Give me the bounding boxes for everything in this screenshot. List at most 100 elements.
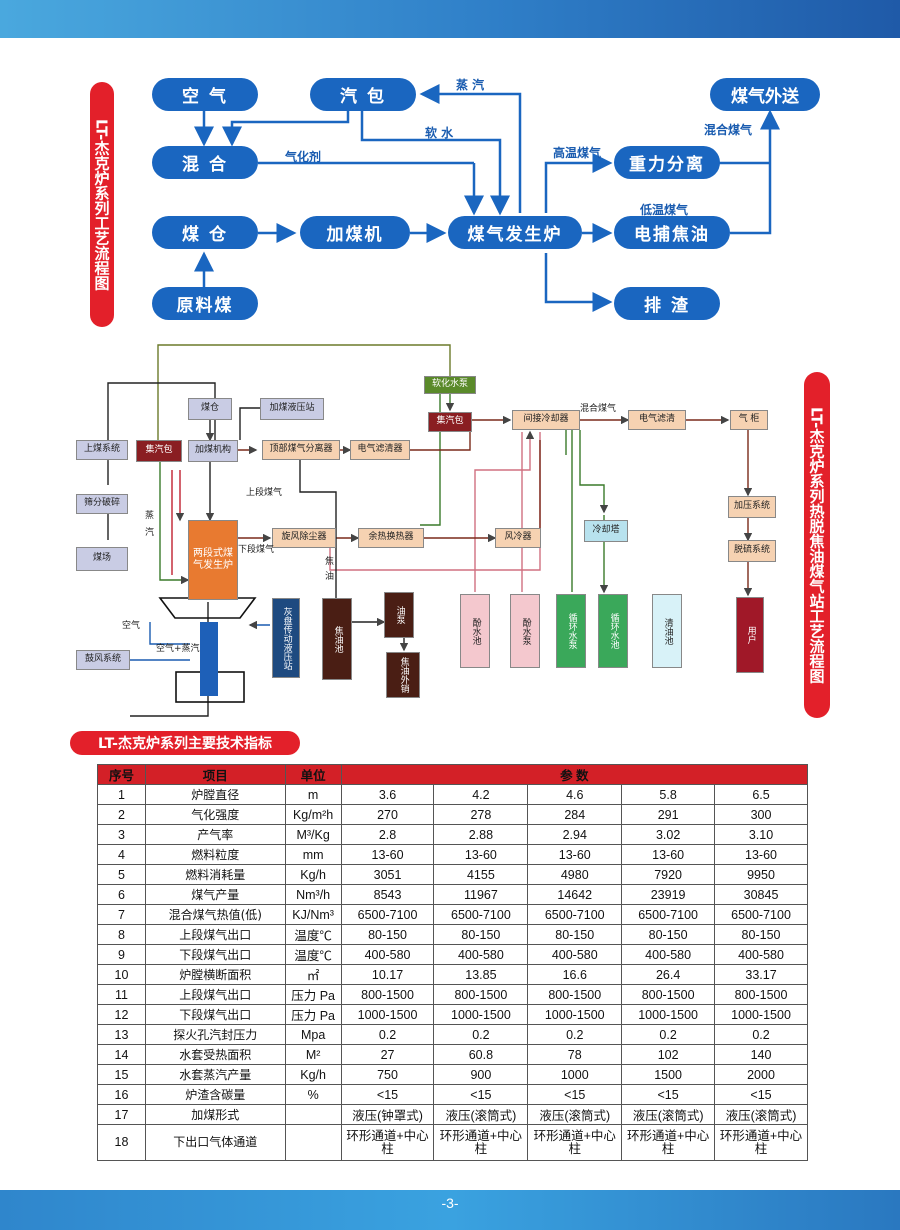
label-steam: 蒸 汽 — [456, 78, 485, 92]
row-value: 400-580 — [433, 944, 529, 965]
node-electric-tar: 电捕焦油 — [614, 216, 730, 249]
row-value: 23919 — [621, 884, 716, 905]
row-value: 3.6 — [340, 784, 435, 805]
row-value: 10.17 — [340, 964, 435, 985]
row-value: 60.8 — [433, 1044, 529, 1065]
label-soft-water: 软 水 — [425, 126, 454, 140]
row-unit: M² — [284, 1044, 342, 1065]
box-indirect-cooler: 间接冷却器 — [512, 410, 580, 430]
box-coal-bin: 煤仓 — [188, 398, 232, 420]
row-unit: 温度℃ — [284, 944, 342, 965]
row-value: 11967 — [433, 884, 529, 905]
row-value: 0.2 — [621, 1024, 716, 1045]
top-banner — [0, 0, 900, 38]
row-unit: Nm³/h — [284, 884, 342, 905]
row-value: 300 — [714, 804, 808, 825]
row-value: 6500-7100 — [433, 904, 529, 925]
label-low-temp-gas: 低温煤气 — [640, 203, 689, 217]
node-gravity-separation: 重力分离 — [614, 146, 720, 179]
row-value: 4155 — [433, 864, 529, 885]
row-unit: mm — [284, 844, 342, 865]
box-air-cooler: 风冷器 — [495, 528, 541, 548]
row-value: 8543 — [340, 884, 435, 905]
box-gas-holder: 气 柜 — [730, 410, 768, 430]
row-value: 4.6 — [527, 784, 623, 805]
flow1-arrows — [194, 84, 780, 312]
box-top-separator: 顶部煤气分离器 — [262, 440, 340, 460]
row-value: 13-60 — [527, 844, 623, 865]
row-value: 270 — [340, 804, 435, 825]
row-index: 8 — [97, 924, 146, 945]
row-index: 3 — [97, 824, 146, 845]
node-mix: 混 合 — [152, 146, 258, 179]
row-value: 3051 — [340, 864, 435, 885]
row-value: 33.17 — [714, 964, 808, 985]
header-unit: 单位 — [284, 764, 342, 785]
row-value: <15 — [621, 1084, 716, 1105]
box-feed-mechanism: 加煤机构 — [188, 440, 238, 462]
row-item: 上段煤气出口 — [144, 984, 286, 1005]
row-unit: ㎡ — [284, 964, 342, 985]
row-value: 6500-7100 — [340, 904, 435, 925]
row-index: 6 — [97, 884, 146, 905]
node-gas-export: 煤气外送 — [710, 78, 820, 111]
row-value: 30845 — [714, 884, 808, 905]
row-value: 13-60 — [621, 844, 716, 865]
node-steam-drum: 汽 包 — [310, 78, 416, 111]
row-value: 80-150 — [527, 924, 623, 945]
row-value: 800-1500 — [714, 984, 808, 1005]
row-value: 1000-1500 — [714, 1004, 808, 1025]
row-value: 291 — [621, 804, 716, 825]
box-steam-drum: 集汽包 — [136, 440, 182, 462]
row-item: 产气率 — [144, 824, 286, 845]
row-value: 900 — [433, 1064, 529, 1085]
row-item: 下段煤气出口 — [144, 1004, 286, 1025]
header-params: 参 数 — [340, 764, 809, 785]
row-value: 800-1500 — [433, 984, 529, 1005]
row-item: 水套蒸汽产量 — [144, 1064, 286, 1085]
row-item: 炉渣含碳量 — [144, 1084, 286, 1105]
node-raw-coal: 原料煤 — [152, 287, 258, 320]
box-softening-pump: 软化水泵 — [424, 376, 476, 394]
row-value: 78 — [527, 1044, 623, 1065]
row-value: 环形通道+中心柱 — [433, 1124, 529, 1161]
row-index: 14 — [97, 1044, 146, 1065]
row-value: 9950 — [714, 864, 808, 885]
row-value: 液压(钟罩式) — [340, 1104, 435, 1125]
row-value: 环形通道+中心柱 — [340, 1124, 435, 1161]
row-value: 4.2 — [433, 784, 529, 805]
row-value: 1500 — [621, 1064, 716, 1085]
box-tar-sale: 焦油外销 — [386, 652, 420, 698]
row-value: 278 — [433, 804, 529, 825]
row-value: 80-150 — [433, 924, 529, 945]
row-index: 1 — [97, 784, 146, 805]
row-value: 102 — [621, 1044, 716, 1065]
row-unit: Mpa — [284, 1024, 342, 1045]
box-pressure-system: 加压系统 — [728, 496, 776, 518]
box-cooling-tower: 冷却塔 — [584, 520, 628, 542]
row-item: 燃料消耗量 — [144, 864, 286, 885]
row-item: 加煤形式 — [144, 1104, 286, 1125]
row-item: 燃料粒度 — [144, 844, 286, 865]
row-unit: m — [284, 784, 342, 805]
row-value: 2.8 — [340, 824, 435, 845]
row-value: 6500-7100 — [714, 904, 808, 925]
row-item: 水套受热面积 — [144, 1044, 286, 1065]
label-mixed-gas: 混合煤气 — [704, 123, 753, 137]
header-index: 序号 — [97, 764, 146, 785]
box-screen-crush: 筛分破碎 — [76, 494, 128, 514]
node-gasifier: 煤气发生炉 — [448, 216, 582, 249]
row-value: 液压(滚筒式) — [621, 1104, 716, 1125]
row-value: <15 — [527, 1084, 623, 1105]
row-value: 6500-7100 — [621, 904, 716, 925]
row-unit: M³/Kg — [284, 824, 342, 845]
box-oil-pump: 油泵 — [384, 592, 414, 638]
row-index: 5 — [97, 864, 146, 885]
header-item: 项目 — [144, 764, 286, 785]
